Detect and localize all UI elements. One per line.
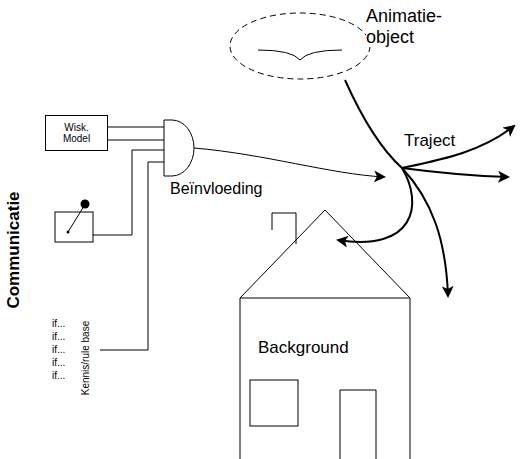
node-text: Animatie- object — [366, 6, 458, 47]
door — [340, 390, 376, 459]
influence-label: Beïnvloeding — [168, 180, 265, 198]
trajectory-branch — [402, 126, 514, 168]
model-box: Wisk. Model — [45, 115, 108, 151]
switch-symbol — [55, 200, 93, 243]
trajectory-branch — [338, 168, 412, 242]
walls — [240, 298, 410, 459]
trajectory-label: Traject — [402, 131, 457, 151]
rule-line: if... — [52, 357, 65, 369]
chimney — [272, 213, 296, 244]
rule-line: if... — [52, 344, 65, 356]
trajectory — [338, 80, 514, 296]
rule-line: if... — [52, 318, 65, 330]
house-drawing — [240, 210, 410, 459]
node-text: Background — [258, 338, 349, 358]
house-outline — [240, 208, 412, 459]
window — [250, 380, 298, 426]
side-title: Communicatie — [4, 191, 24, 308]
roof — [240, 210, 410, 298]
rule-base-label: Kennis/rule base — [80, 321, 92, 396]
wires — [93, 127, 164, 350]
wire — [108, 127, 164, 128]
trajectory-branch — [402, 168, 448, 296]
combiner-gate — [164, 120, 194, 176]
object-shape — [258, 50, 342, 60]
wire — [108, 140, 164, 141]
wire — [93, 150, 164, 235]
wire — [100, 162, 164, 350]
rule-line: if... — [52, 370, 65, 382]
animation-object: Animatie- object — [228, 4, 464, 86]
dashed-ellipse — [230, 13, 370, 79]
trajectory-branch — [402, 168, 508, 177]
house-background: Background — [240, 208, 412, 459]
trajectory-stem — [345, 80, 402, 168]
node-text: Wisk. Model — [57, 122, 97, 145]
rule-line: if... — [52, 331, 65, 343]
influence-arrow — [194, 148, 384, 177]
